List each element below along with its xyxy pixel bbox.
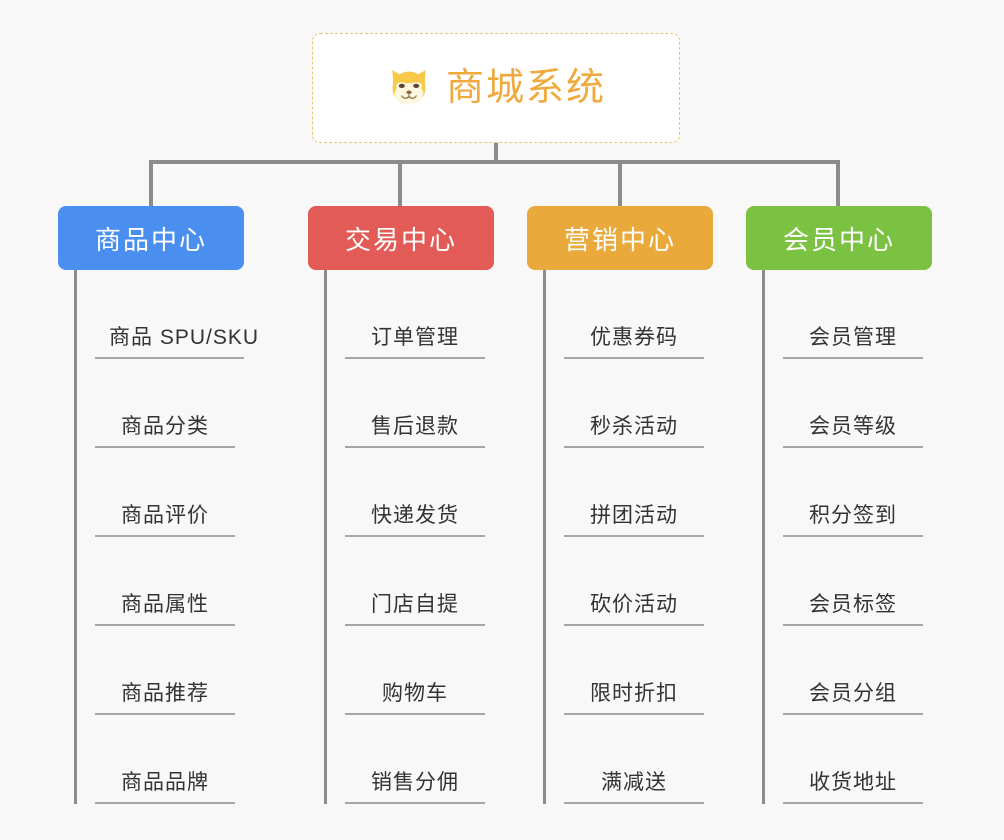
connector-drop-1 <box>149 160 153 208</box>
leaf-label: 秒杀活动 <box>564 414 704 448</box>
leaf-label: 购物车 <box>345 681 485 715</box>
list-item[interactable]: 商品评价 <box>95 448 244 537</box>
list-item[interactable]: 快递发货 <box>345 448 494 537</box>
leaf-label: 售后退款 <box>345 414 485 448</box>
list-item[interactable]: 商品分类 <box>95 359 244 448</box>
column-header-marketing-center[interactable]: 营销中心 <box>527 206 713 270</box>
leaf-label: 会员标签 <box>783 592 923 626</box>
leaf-label: 会员分组 <box>783 681 923 715</box>
leaf-label: 限时折扣 <box>564 681 704 715</box>
column-header-trade-center[interactable]: 交易中心 <box>308 206 494 270</box>
leaf-list-trade-center: 订单管理 售后退款 快递发货 门店自提 购物车 销售分佣 <box>324 270 494 804</box>
leaf-label: 商品推荐 <box>95 681 235 715</box>
leaf-label: 快递发货 <box>345 503 485 537</box>
column-marketing-center: 营销中心 优惠券码 秒杀活动 拼团活动 砍价活动 限时折扣 满减送 <box>527 206 713 804</box>
list-item[interactable]: 购物车 <box>345 626 494 715</box>
list-item[interactable]: 满减送 <box>564 715 713 804</box>
list-item[interactable]: 收货地址 <box>783 715 932 804</box>
list-item[interactable]: 秒杀活动 <box>564 359 713 448</box>
connector-horizontal-bus <box>149 160 840 164</box>
column-header-member-center[interactable]: 会员中心 <box>746 206 932 270</box>
leaf-label: 商品评价 <box>95 503 235 537</box>
connector-drop-3 <box>618 160 622 208</box>
leaf-label: 商品分类 <box>95 414 235 448</box>
leaf-label: 会员管理 <box>783 325 923 359</box>
leaf-label: 商品品牌 <box>95 770 235 804</box>
list-item[interactable]: 商品品牌 <box>95 715 244 804</box>
list-item[interactable]: 会员分组 <box>783 626 932 715</box>
list-item[interactable]: 销售分佣 <box>345 715 494 804</box>
list-item[interactable]: 优惠券码 <box>564 270 713 359</box>
connector-root-stem <box>494 143 498 162</box>
column-header-label: 会员中心 <box>782 224 895 255</box>
column-trade-center: 交易中心 订单管理 售后退款 快递发货 门店自提 购物车 销售分佣 <box>308 206 494 804</box>
connector-drop-4 <box>836 160 840 208</box>
connector-drop-2 <box>398 160 402 208</box>
column-member-center: 会员中心 会员管理 会员等级 积分签到 会员标签 会员分组 收货地址 <box>746 206 932 804</box>
leaf-label: 销售分佣 <box>345 770 485 804</box>
leaf-list-member-center: 会员管理 会员等级 积分签到 会员标签 会员分组 收货地址 <box>762 270 932 804</box>
list-item[interactable]: 门店自提 <box>345 537 494 626</box>
leaf-list-marketing-center: 优惠券码 秒杀活动 拼团活动 砍价活动 限时折扣 满减送 <box>543 270 713 804</box>
list-item[interactable]: 售后退款 <box>345 359 494 448</box>
leaf-label: 商品 SPU/SKU <box>95 325 258 359</box>
leaf-label: 收货地址 <box>783 770 923 804</box>
leaf-label: 会员等级 <box>783 414 923 448</box>
root-title: 商城系统 <box>445 67 606 109</box>
root-node[interactable]: 商城系统 <box>312 33 680 143</box>
leaf-label: 订单管理 <box>345 325 485 359</box>
list-item[interactable]: 商品属性 <box>95 537 244 626</box>
column-product-center: 商品中心 商品 SPU/SKU 商品分类 商品评价 商品属性 商品推荐 商品品牌 <box>58 206 258 804</box>
column-header-label: 商品中心 <box>94 224 207 255</box>
list-item[interactable]: 商品推荐 <box>95 626 244 715</box>
list-item[interactable]: 拼团活动 <box>564 448 713 537</box>
column-header-product-center[interactable]: 商品中心 <box>58 206 244 270</box>
shiba-inu-dog-face-icon <box>392 70 426 106</box>
column-header-label: 营销中心 <box>563 224 676 255</box>
list-item[interactable]: 订单管理 <box>345 270 494 359</box>
leaf-label: 优惠券码 <box>564 325 704 359</box>
list-item[interactable]: 会员管理 <box>783 270 932 359</box>
list-item[interactable]: 会员标签 <box>783 537 932 626</box>
list-item[interactable]: 积分签到 <box>783 448 932 537</box>
leaf-list-product-center: 商品 SPU/SKU 商品分类 商品评价 商品属性 商品推荐 商品品牌 <box>74 270 258 804</box>
leaf-label: 拼团活动 <box>564 503 704 537</box>
leaf-label: 满减送 <box>564 770 704 804</box>
list-item[interactable]: 砍价活动 <box>564 537 713 626</box>
list-item[interactable]: 限时折扣 <box>564 626 713 715</box>
leaf-label: 商品属性 <box>95 592 235 626</box>
leaf-label: 门店自提 <box>345 592 485 626</box>
leaf-label: 砍价活动 <box>564 592 704 626</box>
leaf-label: 积分签到 <box>783 503 923 537</box>
list-item[interactable]: 商品 SPU/SKU <box>95 270 258 359</box>
list-item[interactable]: 会员等级 <box>783 359 932 448</box>
column-header-label: 交易中心 <box>344 224 457 255</box>
